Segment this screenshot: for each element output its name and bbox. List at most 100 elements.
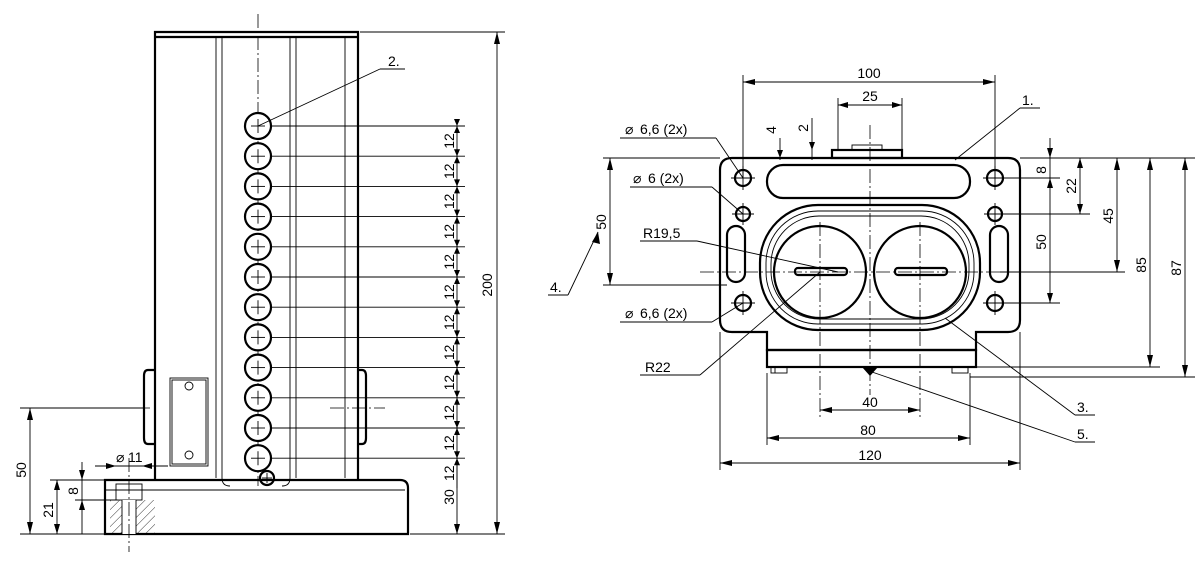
arrow — [1147, 355, 1153, 367]
arrow — [1182, 365, 1188, 377]
arrow — [958, 435, 970, 441]
arrow — [454, 270, 460, 277]
dim-2: 2 — [795, 124, 811, 132]
foot-pad-right — [951, 366, 969, 374]
callout-hole-a: 6,6 (2x) — [640, 121, 687, 137]
pitch-dim-12: 12 — [441, 163, 457, 179]
arrow — [454, 216, 460, 224]
dim-50-left: 50 — [13, 462, 29, 478]
arrow — [454, 179, 460, 187]
dim-right-87: 87 — [1168, 260, 1184, 276]
arrow — [454, 397, 460, 405]
dim-dia11: 11 — [128, 449, 143, 465]
arrow — [79, 470, 85, 480]
arrow — [494, 522, 500, 534]
dim-right-8: 8 — [1033, 166, 1049, 174]
label-4: 4. — [550, 279, 562, 295]
arrow — [454, 360, 460, 368]
dim-30: 30 — [441, 489, 457, 505]
plate-hole-bottom — [184, 450, 194, 460]
arrow — [743, 79, 755, 85]
arrow — [592, 232, 600, 244]
dim-8: 8 — [65, 487, 81, 495]
arrow — [607, 158, 613, 170]
arrow — [454, 390, 460, 398]
leader-4 — [567, 231, 599, 296]
dim-4: 4 — [763, 126, 779, 134]
dim-left-50: 50 — [593, 214, 609, 230]
pitch-dim-12: 12 — [441, 465, 457, 481]
label-2: 2. — [388, 53, 400, 69]
tube-outline — [153, 30, 360, 480]
arrow — [454, 246, 460, 254]
right-slot — [988, 224, 1010, 284]
arrow — [838, 102, 848, 108]
pitch-dim-12: 12 — [441, 405, 457, 421]
pitch-dim-12: 12 — [441, 193, 457, 209]
arrow — [809, 142, 815, 150]
foot-marker — [862, 367, 878, 376]
foot-pad-left — [770, 366, 788, 374]
arrow — [454, 367, 460, 375]
arrow — [1114, 158, 1120, 170]
pitch-dim-12: 12 — [441, 224, 457, 240]
dim-right-50: 50 — [1033, 234, 1049, 250]
foot-plate — [765, 348, 978, 369]
arrow — [454, 239, 460, 247]
arrow — [1114, 260, 1120, 272]
pitch-dim-12: 12 — [441, 314, 457, 330]
arrow — [454, 277, 460, 284]
arrow — [454, 156, 460, 164]
callout-leader-c — [711, 302, 744, 323]
arrow — [1047, 178, 1053, 188]
arrow — [1008, 460, 1020, 466]
label-5: 5. — [1077, 426, 1089, 442]
top-slot — [765, 163, 972, 200]
dim-r22: R22 — [645, 359, 671, 375]
arrow — [454, 330, 460, 338]
arrow — [1047, 148, 1053, 158]
bore-left-slot — [793, 266, 849, 277]
arrow — [820, 407, 832, 413]
arrow — [777, 150, 783, 158]
top-boss-cap — [851, 144, 883, 151]
dim-200: 200 — [479, 273, 495, 297]
bolt-hole — [122, 500, 136, 534]
label-3: 3. — [1077, 399, 1089, 415]
arrow — [454, 421, 460, 428]
pitch-dim-12: 12 — [441, 344, 457, 360]
callout-leader-b — [711, 186, 744, 215]
dim-120: 120 — [858, 447, 882, 463]
arrow — [1147, 158, 1153, 170]
callout-hole-b: 6 (2x) — [648, 170, 684, 186]
arrow — [454, 209, 460, 217]
arrow — [454, 119, 460, 126]
side-plate — [169, 377, 209, 467]
dim-80: 80 — [860, 422, 876, 438]
left-lug — [142, 368, 155, 446]
arrow — [454, 149, 460, 157]
arrow — [54, 524, 60, 534]
arrow — [983, 79, 995, 85]
leader-3 — [944, 317, 1076, 416]
arrow — [454, 451, 460, 459]
arrow — [720, 460, 732, 466]
leader-1 — [954, 107, 1021, 161]
arrow — [1182, 158, 1188, 170]
dim-21: 21 — [40, 502, 56, 518]
pitch-dim-12: 12 — [441, 375, 457, 391]
pitch-dim-12: 12 — [441, 254, 457, 270]
arrow — [454, 126, 460, 133]
label-1: 1. — [1022, 92, 1034, 108]
arrow — [494, 32, 500, 44]
base-block — [103, 478, 410, 536]
leader-5 — [871, 371, 1076, 443]
dia-symbol: ⌀ — [625, 305, 633, 321]
r195-leader — [696, 240, 839, 273]
callout-hole-c: 6,6 (2x) — [640, 305, 687, 321]
dia-symbol: ⌀ — [633, 170, 641, 186]
arrow — [1047, 293, 1053, 303]
arrow — [607, 273, 613, 285]
